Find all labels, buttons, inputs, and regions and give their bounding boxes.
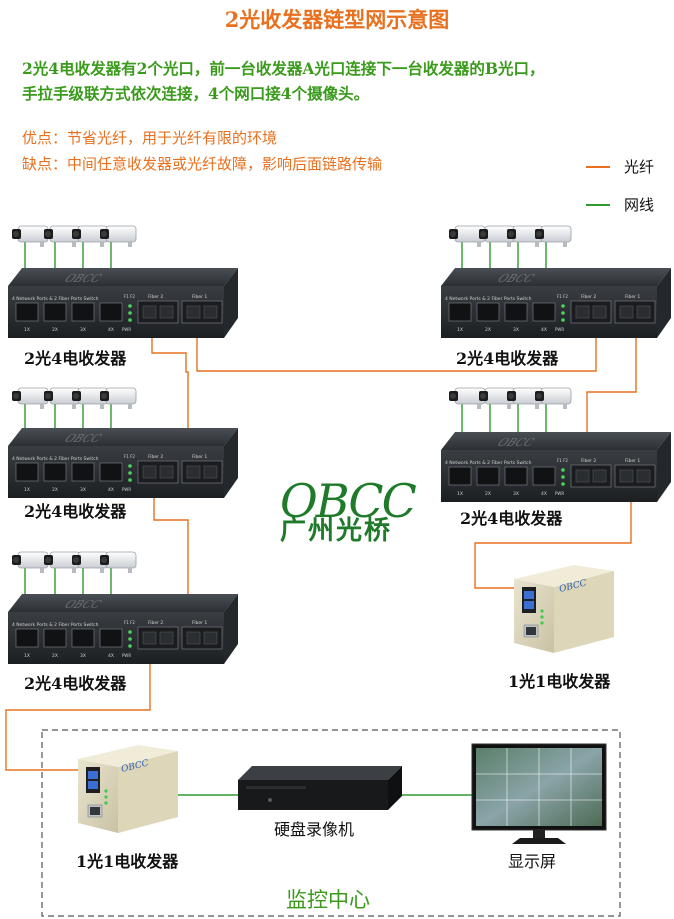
switch-b-icon — [440, 267, 672, 339]
fiber-a-to-b — [196, 335, 597, 372]
cameras-switch-c — [11, 387, 137, 410]
pro-text: 优点：节省光纤，用于光纤有限的环境 — [22, 129, 278, 147]
legend-fiber-swatch — [586, 166, 610, 168]
monitor-icon — [471, 743, 607, 844]
switch-b-label: 2光4电收发器 — [456, 349, 559, 368]
switch-c-icon — [7, 427, 239, 499]
monitor-label: 显示屏 — [508, 852, 557, 871]
legend-cable-label: 网线 — [624, 196, 655, 214]
camera-icon — [99, 225, 137, 248]
fiber-a-to-c — [151, 335, 189, 474]
converter-left-icon — [77, 744, 179, 834]
converter-right-icon — [513, 564, 615, 654]
switch-d-icon — [7, 593, 239, 665]
legend-cable-swatch — [586, 204, 610, 206]
converter-left-label: 1光1电收发器 — [76, 852, 179, 871]
brand-logo-cn: 广州光桥 — [280, 516, 393, 546]
camera-icon — [534, 225, 572, 248]
cameras-switch-b — [448, 225, 572, 248]
intro-line-2: 手拉手级联方式依次连接，4个网口接4个摄像头。 — [22, 84, 370, 103]
camera-icon — [99, 551, 137, 574]
dvr-icon — [238, 766, 402, 810]
switch-a-label: 2光4电收发器 — [24, 349, 127, 368]
monitoring-center-boundary — [41, 729, 621, 917]
switch-e-label: 2光4电收发器 — [460, 509, 563, 528]
switch-d-label: 2光4电收发器 — [24, 674, 127, 693]
fiber-e-to-converter — [474, 497, 632, 589]
camera-icon — [11, 225, 49, 248]
camera-icon — [11, 387, 49, 410]
dvr-label: 硬盘录像机 — [274, 820, 355, 839]
intro-line-1: 2光4电收发器有2个光口，前一台收发器A光口连接下一台收发器的B光口， — [22, 59, 545, 78]
cameras-switch-a — [11, 225, 137, 248]
monitoring-center-label: 监控中心 — [286, 888, 370, 912]
intro-text: 2光4电收发器有2个光口，前一台收发器A光口连接下一台收发器的B光口， 手拉手级… — [22, 56, 544, 106]
brand-logo: OBCC — [280, 474, 417, 528]
legend-fiber-label: 光纤 — [624, 158, 655, 176]
cameras-switch-d — [11, 551, 137, 574]
camera-icon — [99, 387, 137, 410]
camera-icon — [11, 551, 49, 574]
cameras-switch-e — [448, 387, 572, 410]
switch-e-icon — [440, 431, 672, 503]
con-text: 缺点：中间任意收发器或光纤故障，影响后面链路传输 — [22, 155, 383, 173]
pros-cons-text: 优点：节省光纤，用于光纤有限的环境 缺点：中间任意收发器或光纤故障，影响后面链路… — [22, 125, 382, 177]
fiber-d-to-converter — [5, 660, 151, 771]
diagram-title: 2光收发器链型网示意图 — [224, 7, 450, 32]
fiber-c-to-d — [153, 496, 189, 640]
camera-icon — [534, 387, 572, 410]
switch-a-icon — [7, 267, 239, 339]
switch-c-label: 2光4电收发器 — [24, 502, 127, 521]
converter-right-label: 1光1电收发器 — [508, 672, 611, 691]
